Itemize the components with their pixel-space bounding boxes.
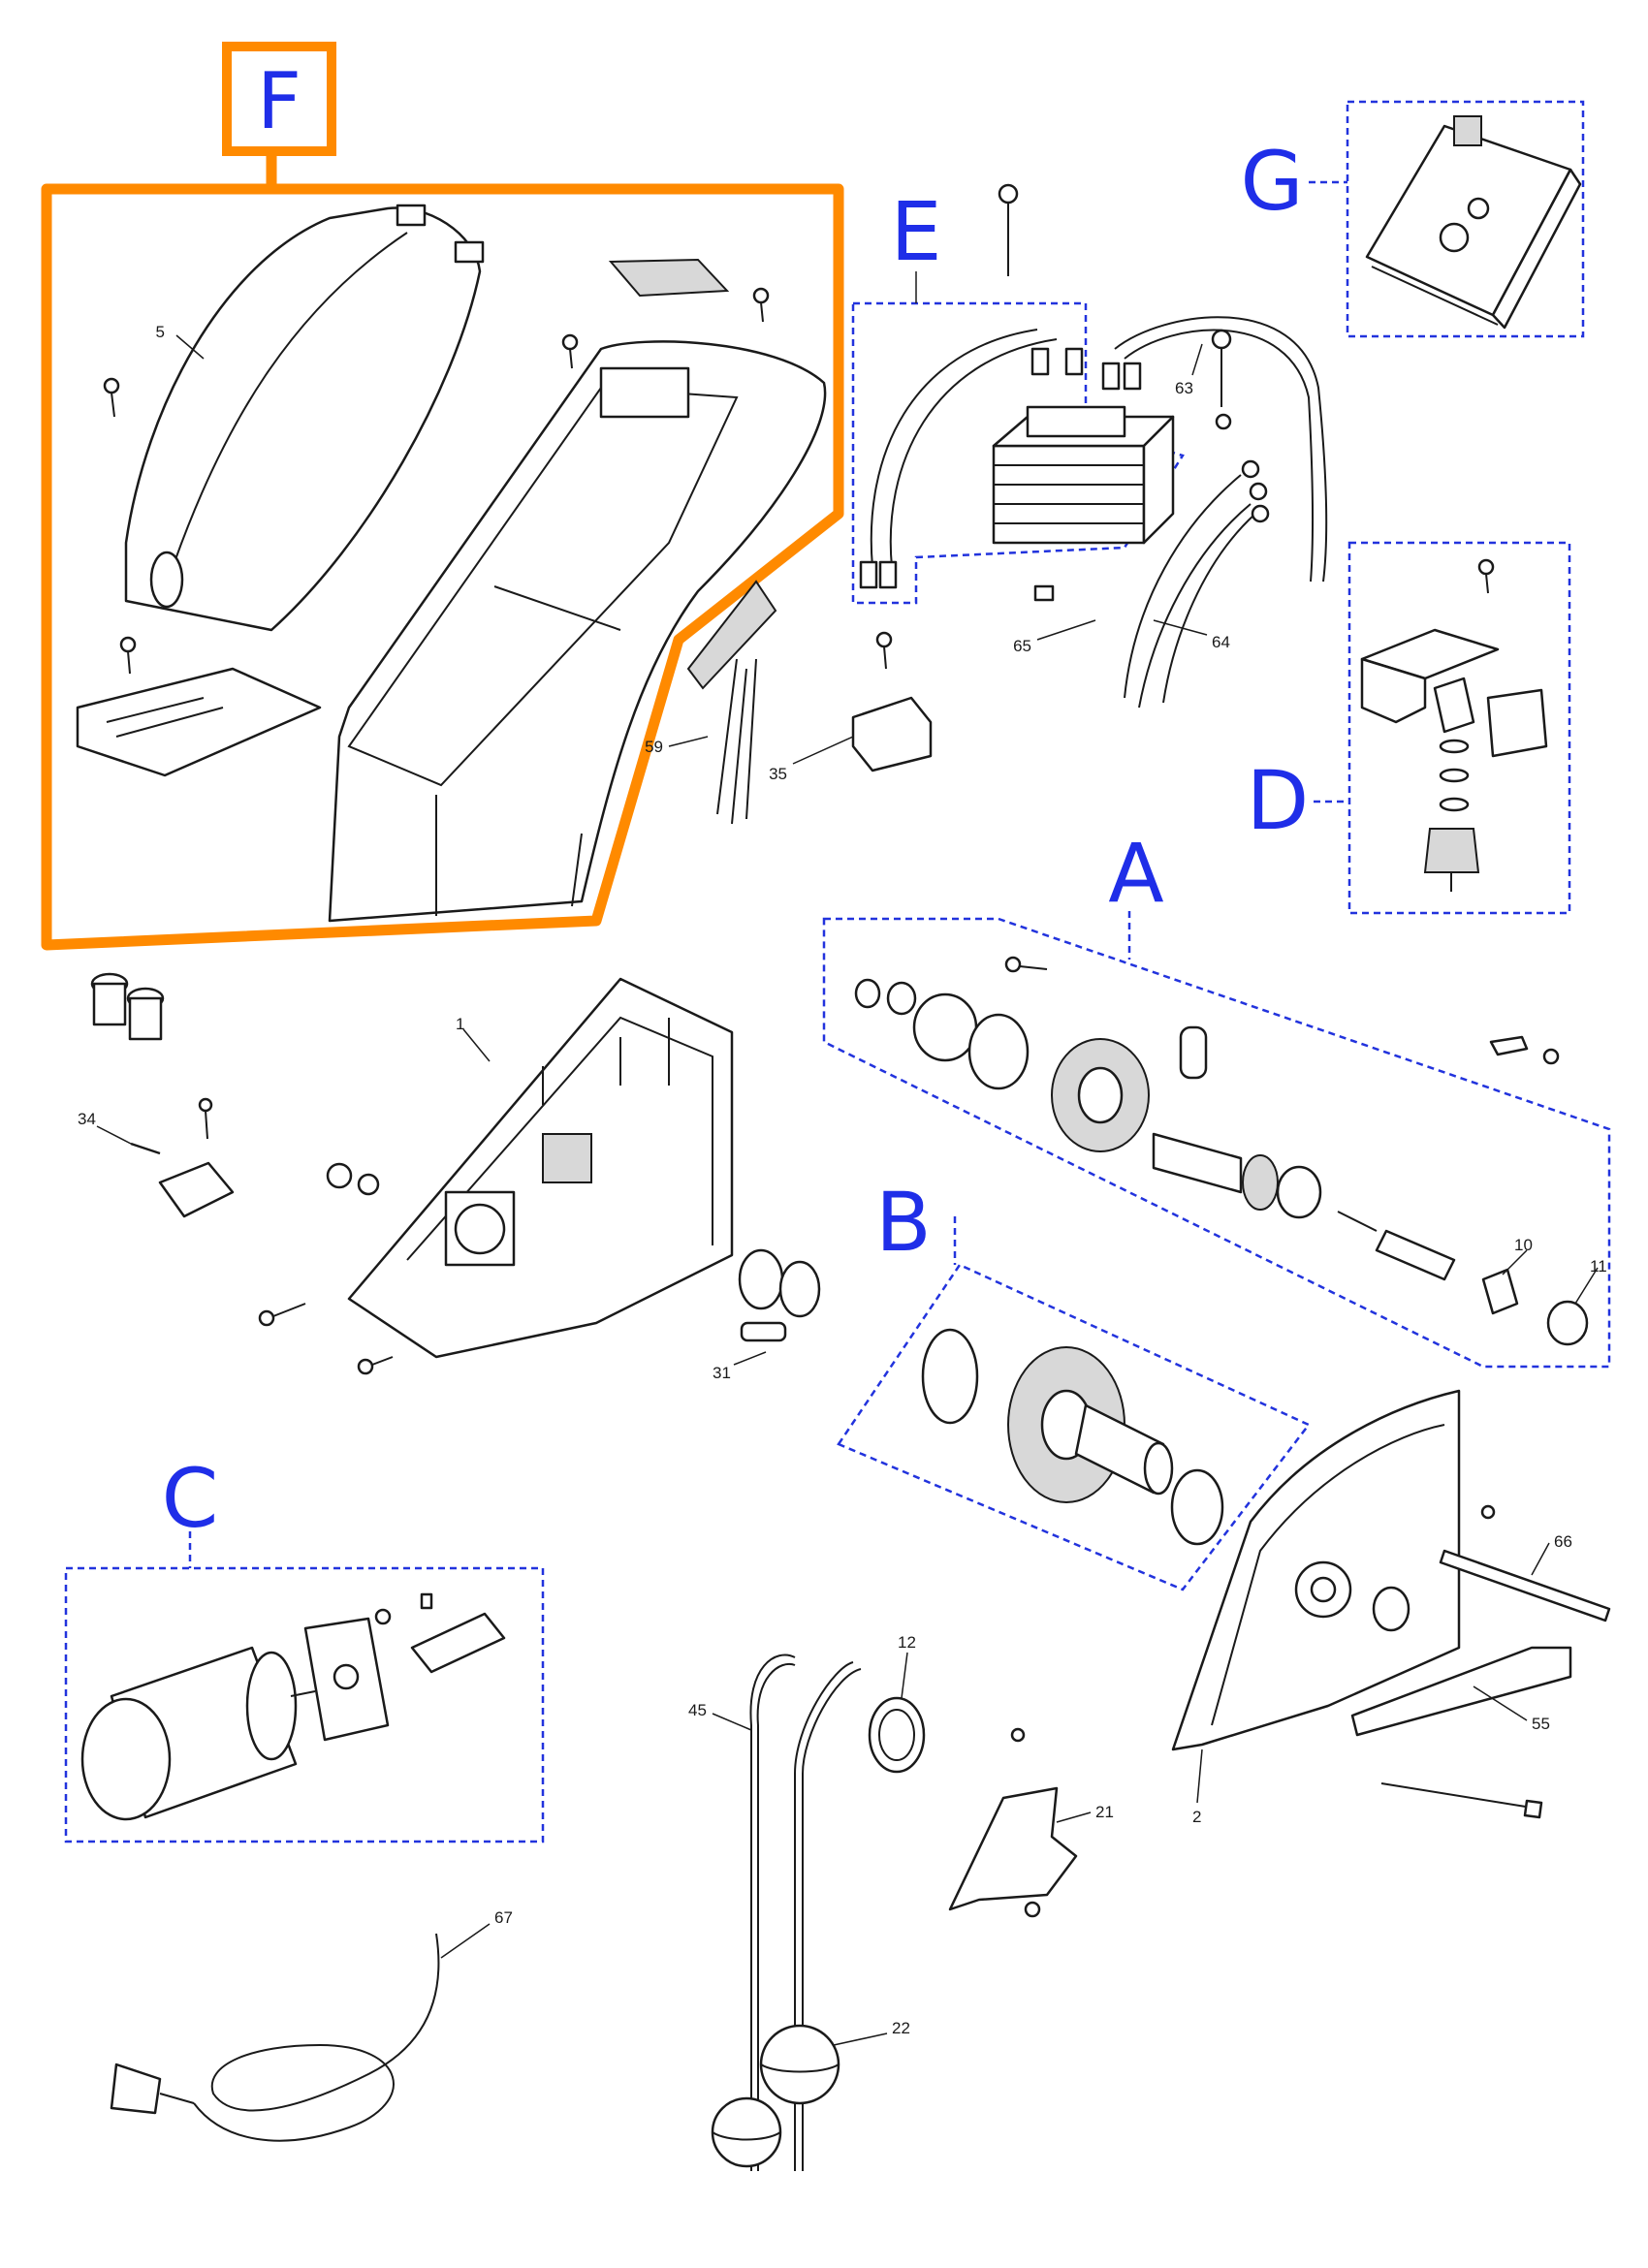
callout-34: 34 xyxy=(78,1110,96,1128)
pulley-12 xyxy=(868,1696,926,1774)
callout-66: 66 xyxy=(1554,1532,1572,1551)
cover-plate xyxy=(608,258,730,298)
bracket-55 xyxy=(1350,1646,1572,1819)
group-c-label: C xyxy=(162,1451,219,1546)
bracket-21 xyxy=(948,1727,1078,1918)
screw xyxy=(258,1303,306,1327)
callout-12: 12 xyxy=(898,1633,916,1652)
callout-11: 11 xyxy=(1590,1257,1607,1276)
bushings xyxy=(738,1248,821,1318)
motor-assembly xyxy=(80,1592,506,1821)
limit-switch-assembly xyxy=(1360,558,1548,892)
group-g[interactable]: G xyxy=(1240,100,1585,338)
control-board-part xyxy=(1365,115,1582,330)
callout-45: 45 xyxy=(688,1701,707,1719)
transformer-wire xyxy=(889,338,1058,568)
group-e[interactable]: E xyxy=(851,184,1185,605)
callout-2: 2 xyxy=(1192,1808,1201,1826)
screw xyxy=(561,333,579,369)
callout-67: 67 xyxy=(494,1908,513,1927)
callout-35: 35 xyxy=(769,765,787,783)
screw xyxy=(752,287,770,323)
terminal-strip-part xyxy=(686,580,777,825)
housing-body xyxy=(328,340,827,923)
callout-31: 31 xyxy=(713,1364,731,1382)
ball-weights xyxy=(711,2024,840,2168)
wire-64 xyxy=(1124,413,1270,709)
callout-1: 1 xyxy=(456,1015,464,1033)
callout-10: 10 xyxy=(1514,1236,1533,1254)
callouts: 5 59 35 65 64 63 1 34 31 10 11 12 45 21 … xyxy=(78,323,1607,2046)
callout-59: 59 xyxy=(645,738,663,756)
terminal-block-34 xyxy=(130,1097,235,1218)
side-plate-2 xyxy=(1171,1389,1461,1751)
belt-part xyxy=(749,1654,862,2171)
callout-21: 21 xyxy=(1095,1803,1114,1821)
gear-shaft-assembly xyxy=(854,956,1589,1346)
callout-5: 5 xyxy=(156,323,165,341)
transformer-part xyxy=(992,405,1175,545)
nut-washer xyxy=(326,1162,380,1196)
screw xyxy=(103,377,120,418)
group-b[interactable]: B xyxy=(837,1175,1311,1591)
transformer-wire xyxy=(870,329,1038,568)
group-a[interactable]: A xyxy=(822,826,1611,1369)
callout-63: 63 xyxy=(1175,379,1193,397)
group-f[interactable]: F xyxy=(41,42,844,951)
clutch-gear-assembly xyxy=(921,1328,1224,1546)
group-a-label: A xyxy=(1108,826,1163,921)
bracket-35-part xyxy=(851,631,933,772)
top-cover-part xyxy=(124,204,485,632)
group-d-label: D xyxy=(1247,753,1310,848)
group-d[interactable]: D xyxy=(1247,541,1571,915)
group-f-label: F xyxy=(257,56,301,146)
callout-55: 55 xyxy=(1532,1715,1550,1733)
screw xyxy=(357,1356,394,1375)
power-cord-part xyxy=(110,1933,440,2142)
group-g-label: G xyxy=(1240,134,1303,229)
screw xyxy=(119,636,137,675)
callout-65: 65 xyxy=(1013,637,1031,655)
pin-31 xyxy=(740,1321,787,1342)
group-b-label: B xyxy=(875,1175,932,1270)
long-screw xyxy=(998,183,1019,276)
group-e-label: E xyxy=(890,184,941,279)
callout-64: 64 xyxy=(1212,633,1230,651)
rod-66 xyxy=(1439,1504,1611,1622)
small-component-65 xyxy=(1033,584,1055,602)
group-c[interactable]: C xyxy=(64,1451,545,1843)
callout-22: 22 xyxy=(892,2019,910,2037)
wire-63 xyxy=(1101,316,1328,583)
cable-glands xyxy=(90,972,165,1041)
base-housing-part xyxy=(347,977,734,1359)
board-tray xyxy=(76,667,322,777)
